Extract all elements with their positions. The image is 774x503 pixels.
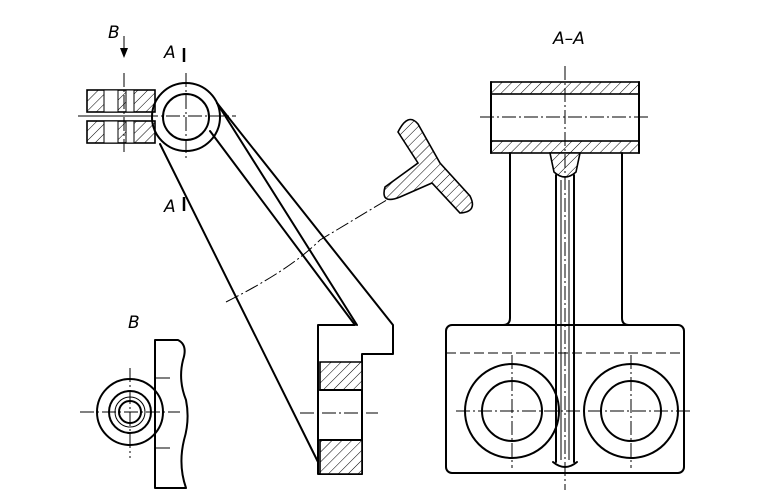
arm-outline <box>159 102 394 475</box>
front-view: B A A <box>78 23 474 475</box>
section-a-a: A–A <box>445 29 690 490</box>
view-label-b: B <box>108 23 120 43</box>
section-mark-bottom: A <box>163 197 176 217</box>
aux-view-b: B <box>80 313 189 489</box>
foot-section <box>319 361 363 475</box>
front-centerlines <box>78 73 391 414</box>
section-title: A–A <box>552 29 585 49</box>
aux-view-title: B <box>128 313 140 333</box>
view-arrow-b: B <box>108 23 128 58</box>
section-mark-top: A <box>163 43 176 63</box>
revolved-section <box>383 118 474 214</box>
